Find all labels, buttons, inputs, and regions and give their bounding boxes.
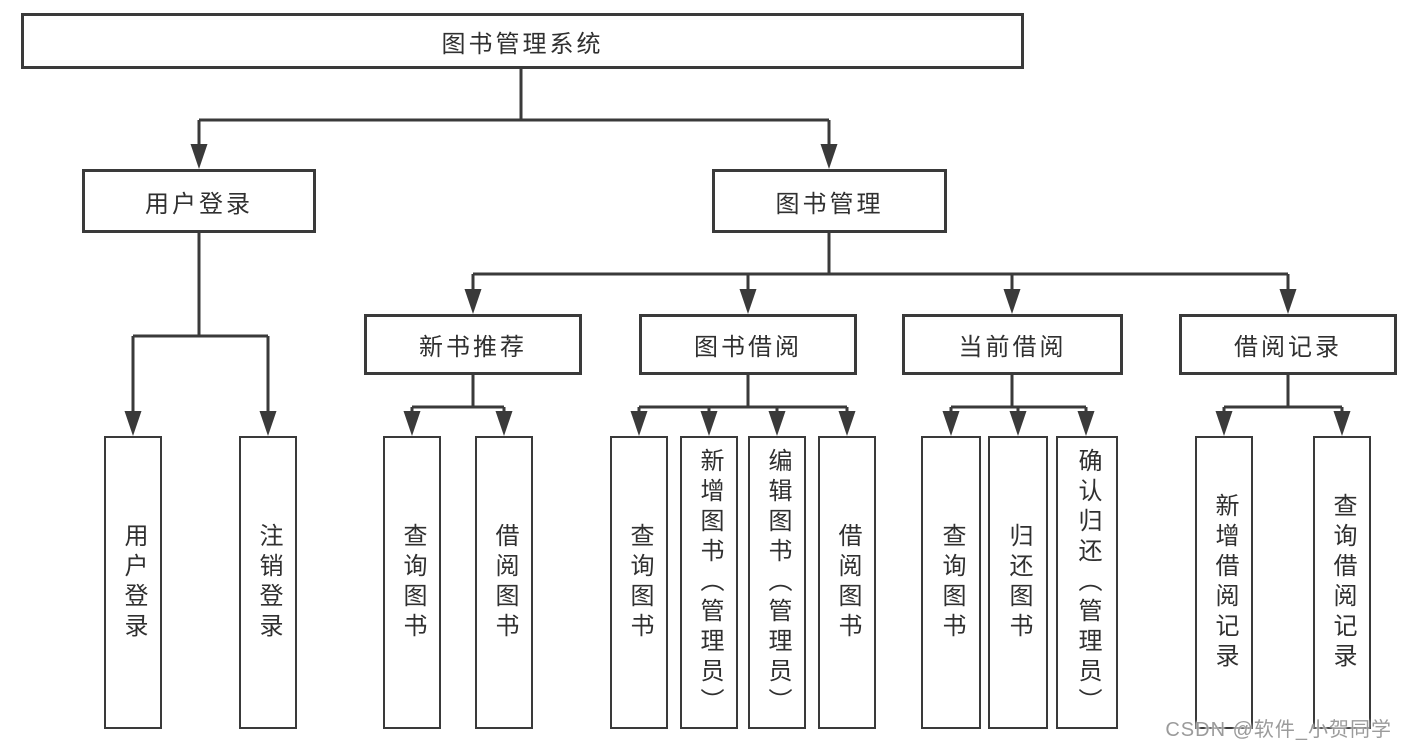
node-label: 查询借阅记录 xyxy=(1329,492,1356,673)
leaf-confirm-return-admin: 确认归还（管理员） xyxy=(1056,436,1118,729)
leaf-add-book-admin: 新增图书（管理员） xyxy=(680,436,738,729)
node-label: 图书管理 xyxy=(775,190,884,218)
node-label: 图书借阅 xyxy=(694,334,802,361)
node-label: 确认归还（管理员） xyxy=(1074,447,1101,718)
node-label: 借阅图书 xyxy=(491,522,518,643)
node-user-login: 用户登录 xyxy=(82,169,316,233)
node-book-borrowing: 图书借阅 xyxy=(639,314,857,375)
node-current-borrowing: 当前借阅 xyxy=(902,314,1123,375)
node-book-management: 图书管理 xyxy=(712,169,947,233)
csdn-watermark: CSDN @软件_小贺同学 xyxy=(1165,719,1392,741)
node-label: 借阅记录 xyxy=(1234,334,1342,361)
node-borrowing-records: 借阅记录 xyxy=(1179,314,1397,375)
node-label: 注销登录 xyxy=(255,522,282,643)
leaf-return-books: 归还图书 xyxy=(988,436,1048,729)
leaf-query-borrow-record: 查询借阅记录 xyxy=(1313,436,1371,729)
leaf-edit-book-admin: 编辑图书（管理员） xyxy=(748,436,806,729)
node-label: 查询图书 xyxy=(626,522,653,643)
leaf-borrow-books-recommend: 借阅图书 xyxy=(475,436,533,729)
node-label: 当前借阅 xyxy=(958,334,1067,361)
node-new-book-recommendation: 新书推荐 xyxy=(364,314,582,375)
leaf-add-borrow-record: 新增借阅记录 xyxy=(1195,436,1253,729)
node-label: 用户登录 xyxy=(145,190,253,218)
leaf-borrow-books-borrowing: 借阅图书 xyxy=(818,436,876,729)
leaf-query-books-current: 查询图书 xyxy=(921,436,981,729)
node-label: 查询图书 xyxy=(399,522,426,643)
node-label: 借阅图书 xyxy=(834,522,861,643)
leaf-query-books-recommend: 查询图书 xyxy=(383,436,441,729)
node-label: 图书管理系统 xyxy=(441,30,604,58)
node-label: 用户登录 xyxy=(120,522,147,643)
node-label: 查询图书 xyxy=(938,522,965,643)
node-label: 编辑图书（管理员） xyxy=(764,447,791,718)
node-label: 归还图书 xyxy=(1005,522,1032,643)
leaf-user-login: 用户登录 xyxy=(104,436,162,729)
leaf-logout: 注销登录 xyxy=(239,436,297,729)
leaf-query-books-borrowing: 查询图书 xyxy=(610,436,668,729)
node-label: 新增图书（管理员） xyxy=(696,447,723,718)
node-root: 图书管理系统 xyxy=(21,13,1024,69)
node-label: 新书推荐 xyxy=(419,334,527,361)
node-label: 新增借阅记录 xyxy=(1211,492,1238,673)
